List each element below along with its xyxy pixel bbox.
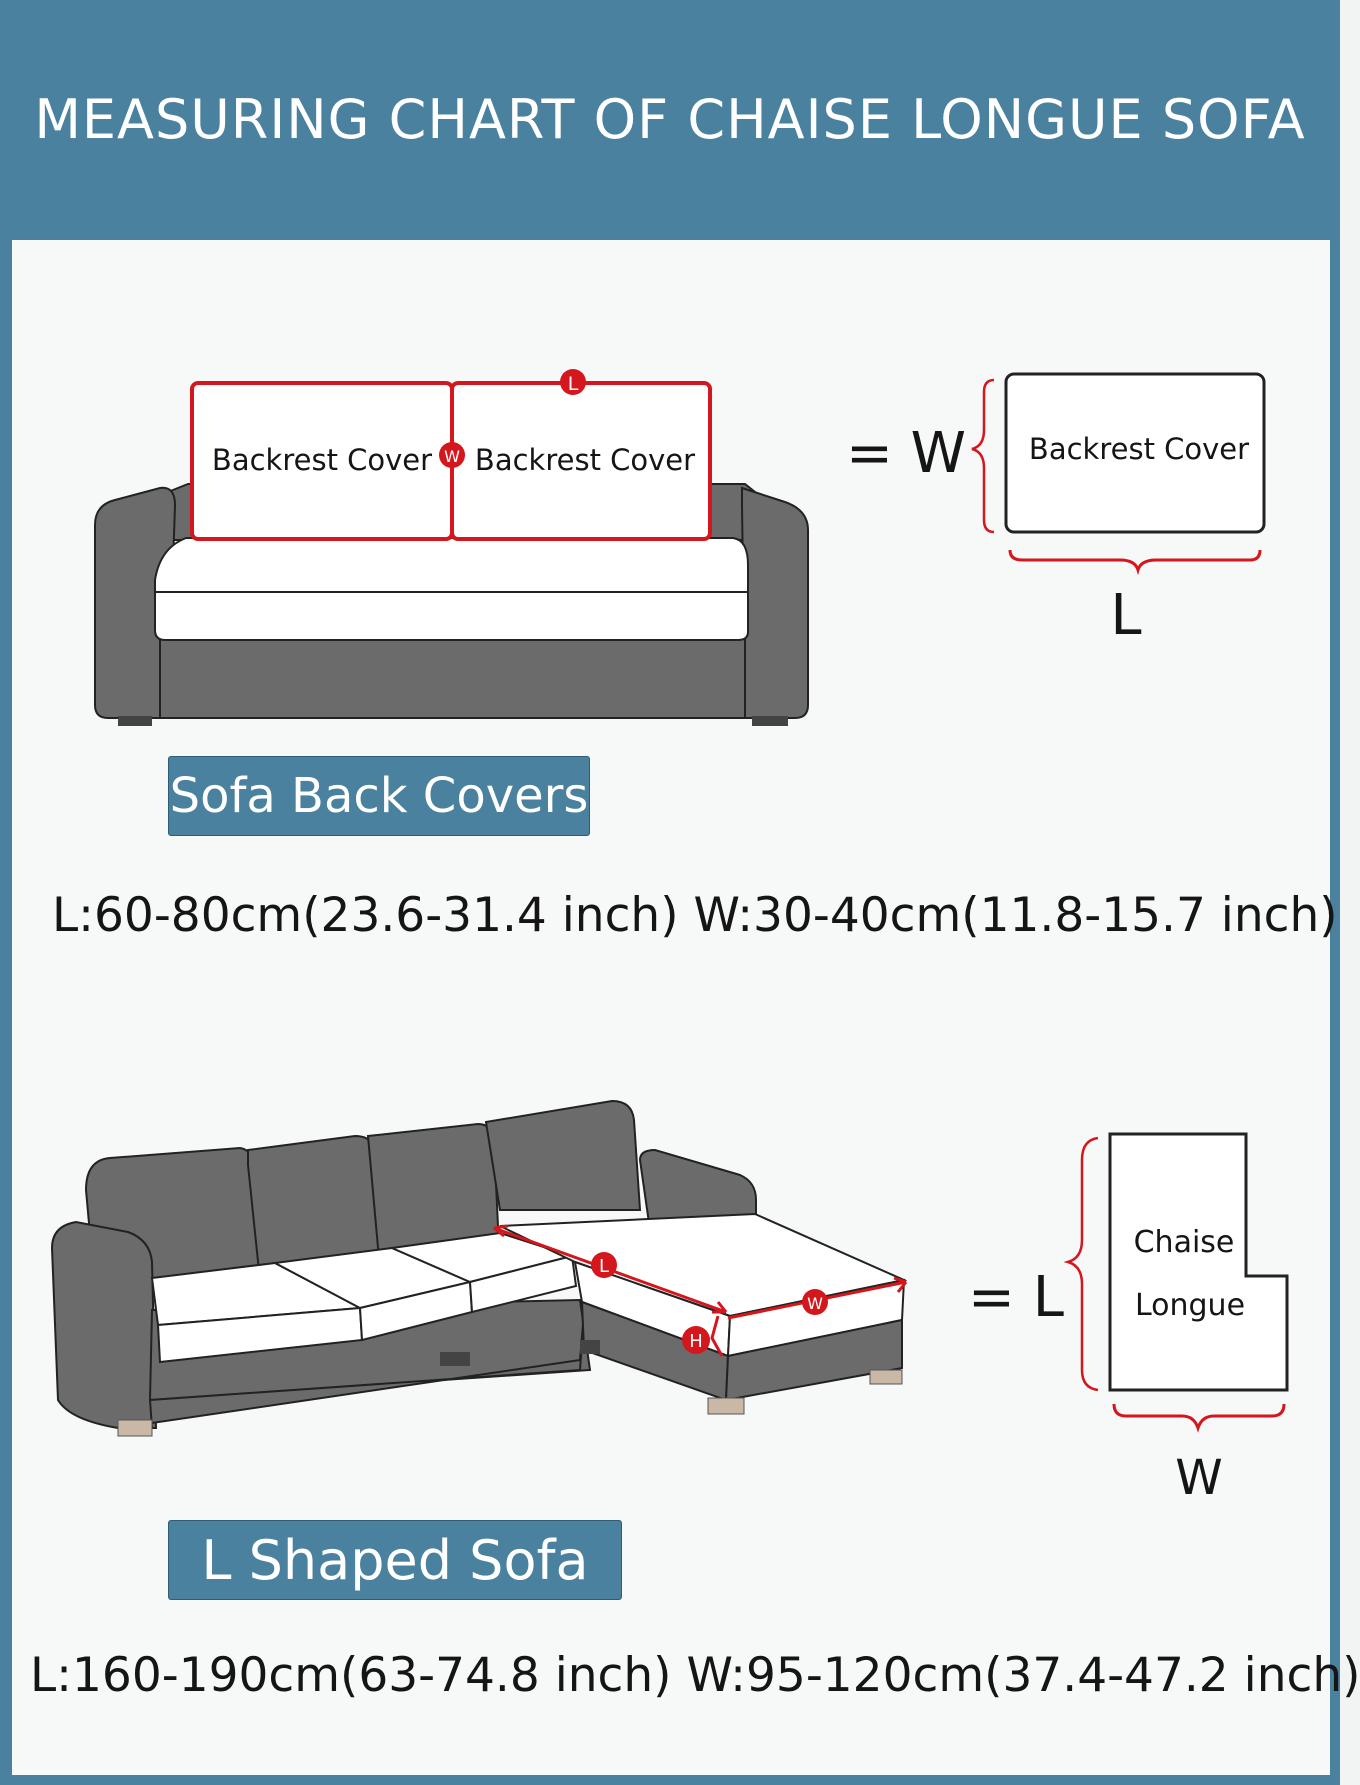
svg-text:W: W bbox=[444, 447, 460, 466]
svg-text:W: W bbox=[807, 1294, 823, 1313]
backrest-detail-l-label: L bbox=[1110, 583, 1141, 648]
page-title: MEASURING CHART OF CHAISE LONGUE SOFA bbox=[34, 87, 1306, 151]
backrest-right-label: Backrest Cover bbox=[475, 443, 695, 477]
sofa-back-dimensions: L:60-80cm(23.6-31.4 inch) W:30-40cm(11.8… bbox=[52, 888, 1338, 943]
svg-text:H: H bbox=[689, 1331, 703, 1352]
svg-text:L: L bbox=[599, 1256, 609, 1277]
sofa-back-covers-badge: Sofa Back Covers bbox=[168, 756, 590, 836]
marker-h-lsofa: H bbox=[682, 1326, 710, 1354]
backrest-detail-illustration bbox=[971, 372, 1266, 576]
sofa-back-equals-w: = W bbox=[846, 421, 966, 486]
l-sofa-illustration bbox=[50, 1099, 908, 1437]
chaise-detail-illustration bbox=[1063, 1132, 1289, 1433]
backrest-detail-label: Backrest Cover bbox=[1029, 432, 1249, 466]
marker-l-top: L bbox=[560, 369, 586, 395]
l-sofa-dimensions: L:160-190cm(63-74.8 inch) W:95-120cm(37.… bbox=[30, 1648, 1360, 1703]
backrest-left-label: Backrest Cover bbox=[212, 443, 432, 477]
straight-sofa-illustration bbox=[94, 381, 809, 726]
chaise-label-line2: Longue bbox=[1135, 1288, 1245, 1323]
svg-text:L: L bbox=[568, 373, 579, 395]
l-shaped-sofa-badge: L Shaped Sofa bbox=[168, 1520, 622, 1600]
marker-w-lsofa: W bbox=[802, 1289, 828, 1315]
header-bar: MEASURING CHART OF CHAISE LONGUE SOFA bbox=[0, 0, 1340, 238]
l-sofa-equals-l: = L bbox=[968, 1265, 1064, 1330]
chaise-label-line1: Chaise bbox=[1134, 1225, 1235, 1260]
marker-l-lsofa: L bbox=[591, 1252, 617, 1278]
marker-w-top: W bbox=[439, 442, 465, 468]
chaise-detail-w-label: W bbox=[1175, 1450, 1222, 1506]
